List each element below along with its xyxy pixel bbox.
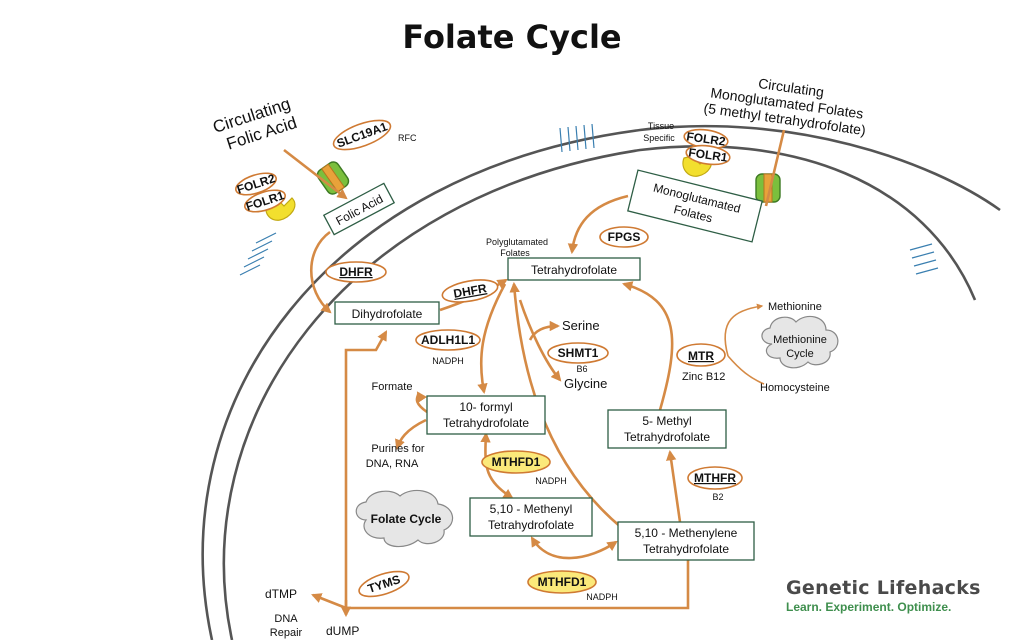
dna-repair-label-2: Repair	[270, 627, 303, 639]
enzyme-folr1-right: FOLR1	[685, 144, 731, 166]
glycine-label: Glycine	[564, 376, 607, 391]
enzyme-slc19a1: SLC19A1	[332, 119, 392, 151]
methylene-label-1: 5,10 - Methenylene	[635, 526, 738, 540]
arrow-mono-folates-in	[764, 129, 786, 207]
svg-text:ADLH1L1: ADLH1L1	[421, 333, 475, 347]
polyglutamated-label-1: Polyglutamated	[486, 237, 548, 247]
arrow-methionine	[724, 303, 764, 357]
svg-text:MTR: MTR	[688, 349, 714, 363]
monoglutamated-folates-box: Monoglutamated Folates	[627, 169, 763, 243]
arrow-folic-to-dhf	[310, 230, 332, 314]
methenyl-label-1: 5,10 - Methenyl	[490, 502, 573, 516]
serine-label: Serine	[562, 318, 600, 333]
methenyl-thf-box: 5,10 - Methenyl Tetrahydrofolate	[469, 497, 593, 537]
enzyme-folr2-right: FOLR2	[683, 128, 729, 150]
enzyme-dhfr-1: DHFR	[325, 261, 387, 283]
mthfr-cofactor: B2	[712, 492, 723, 502]
arrow-formate	[415, 391, 428, 414]
arrow-methenyl-methylene	[530, 536, 618, 560]
circulating-monoglutamated-label: Circulating Monoglutamated Folates (5 me…	[703, 75, 867, 138]
arrow-methyl-thf	[622, 281, 674, 411]
purines-label-1: Purines for	[371, 443, 425, 455]
dtmp-label: dTMP	[265, 587, 297, 601]
arrow-folic-acid-in	[283, 148, 348, 200]
arrow-methylene-methyl	[666, 449, 682, 523]
methylene-thf-box: 5,10 - Methenylene Tetrahydrofolate	[617, 521, 755, 561]
lipid-bilayer-patch-2	[559, 123, 595, 153]
shmt1-cofactor: B6	[576, 364, 587, 374]
tetrahydrofolate-box: Tetrahydrofolate	[507, 257, 641, 281]
methenyl-label-2: Tetrahydrofolate	[488, 518, 574, 532]
purines-label-2: DNA, RNA	[366, 458, 419, 470]
lipid-bilayer-patch-1	[239, 232, 277, 276]
methyl-label-1: 5- Methyl	[642, 414, 691, 428]
svg-text:FOLR2: FOLR2	[686, 129, 727, 148]
methyl-label-2: Tetrahydrofolate	[624, 430, 710, 444]
arrow-homocysteine	[727, 355, 765, 385]
methionine-cycle-label-2: Cycle	[786, 348, 814, 360]
enzyme-mthfd1-2: MTHFD1 NADPH	[527, 570, 618, 602]
circulating-folic-acid-label: Circulating Folic Acid	[211, 94, 300, 154]
arrow-to-serine	[528, 320, 561, 341]
svg-text:MTHFD1: MTHFD1	[538, 575, 587, 589]
enzyme-dhfr-2: DHFR	[441, 279, 499, 303]
formate-label: Formate	[372, 381, 413, 393]
folate-cycle-cloud: Folate Cycle	[355, 489, 454, 548]
arrow-tyms-loop	[344, 330, 690, 610]
enzyme-mtr: MTR	[676, 343, 726, 367]
page-title: Folate Cycle	[402, 18, 622, 56]
svg-text:MTHFR: MTHFR	[694, 471, 736, 485]
brand-name: Genetic Lifehacks	[786, 577, 981, 599]
dump-label: dUMP	[326, 624, 359, 638]
zinc-b12-label: Zinc B12	[682, 371, 725, 383]
tissue-specific-label-1: Tissue	[648, 121, 674, 131]
enzyme-tyms: TYMS	[358, 570, 410, 598]
arrow-dtmp	[311, 593, 347, 610]
lipid-bilayer-patch-3	[909, 243, 939, 275]
formyl-label-2: Tetrahydrofolate	[443, 416, 529, 430]
rfc-label: RFC	[398, 133, 417, 143]
formyl-label-1: 10- formyl	[459, 400, 512, 414]
methionine-cycle-cloud: Methionine Cycle	[761, 315, 839, 369]
svg-text:SHMT1: SHMT1	[558, 346, 599, 360]
svg-text:FPGS: FPGS	[608, 230, 641, 244]
polyglutamated-label-2: Folates	[500, 248, 530, 258]
arrow-mono-to-thf	[567, 194, 629, 255]
methylene-label-2: Tetrahydrofolate	[643, 542, 729, 556]
arrow-purines	[395, 418, 427, 450]
brand-logo: Genetic Lifehacks Learn. Experiment. Opt…	[786, 577, 1006, 614]
brand-tagline: Learn. Experiment. Optimize.	[786, 600, 952, 614]
outer-membrane	[201, 124, 1001, 640]
dihydrofolate-label: Dihydrofolate	[352, 307, 423, 321]
adlh1l1-cofactor: NADPH	[432, 356, 464, 366]
methionine-label: Methionine	[768, 301, 822, 313]
inner-membrane	[222, 145, 977, 640]
enzyme-adlh1l1: ADLH1L1 NADPH	[415, 329, 481, 366]
enzyme-mthfr: MTHFR B2	[687, 466, 743, 502]
dna-repair-label-1: DNA	[274, 613, 298, 625]
svg-text:MTHFD1: MTHFD1	[492, 455, 541, 469]
formyl-thf-box: 10- formyl Tetrahydrofolate	[426, 395, 546, 435]
methyl-thf-box: 5- Methyl Tetrahydrofolate	[607, 409, 727, 449]
mthfd1-1-cofactor: NADPH	[535, 476, 567, 486]
enzyme-mthfd1-1: MTHFD1 NADPH	[481, 450, 567, 486]
enzyme-fpgs: FPGS	[599, 226, 649, 248]
svg-text:DHFR: DHFR	[452, 281, 488, 301]
svg-text:DHFR: DHFR	[339, 265, 373, 279]
methionine-cycle-label-1: Methionine	[773, 334, 827, 346]
tetrahydrofolate-label: Tetrahydrofolate	[531, 263, 617, 277]
mthfd1-2-cofactor: NADPH	[586, 592, 618, 602]
arrow-formyl-methenyl	[480, 431, 514, 500]
tissue-specific-label-2: Specific	[643, 133, 675, 143]
dihydrofolate-box: Dihydrofolate	[334, 301, 440, 325]
arrow-serine-glycine	[518, 299, 562, 382]
homocysteine-label: Homocysteine	[760, 382, 830, 394]
svg-text:FOLR1: FOLR1	[688, 145, 729, 164]
arrow-thf-to-formyl	[477, 283, 507, 395]
folate-cycle-cloud-label: Folate Cycle	[371, 512, 442, 526]
enzyme-shmt1: SHMT1 B6	[547, 342, 609, 374]
